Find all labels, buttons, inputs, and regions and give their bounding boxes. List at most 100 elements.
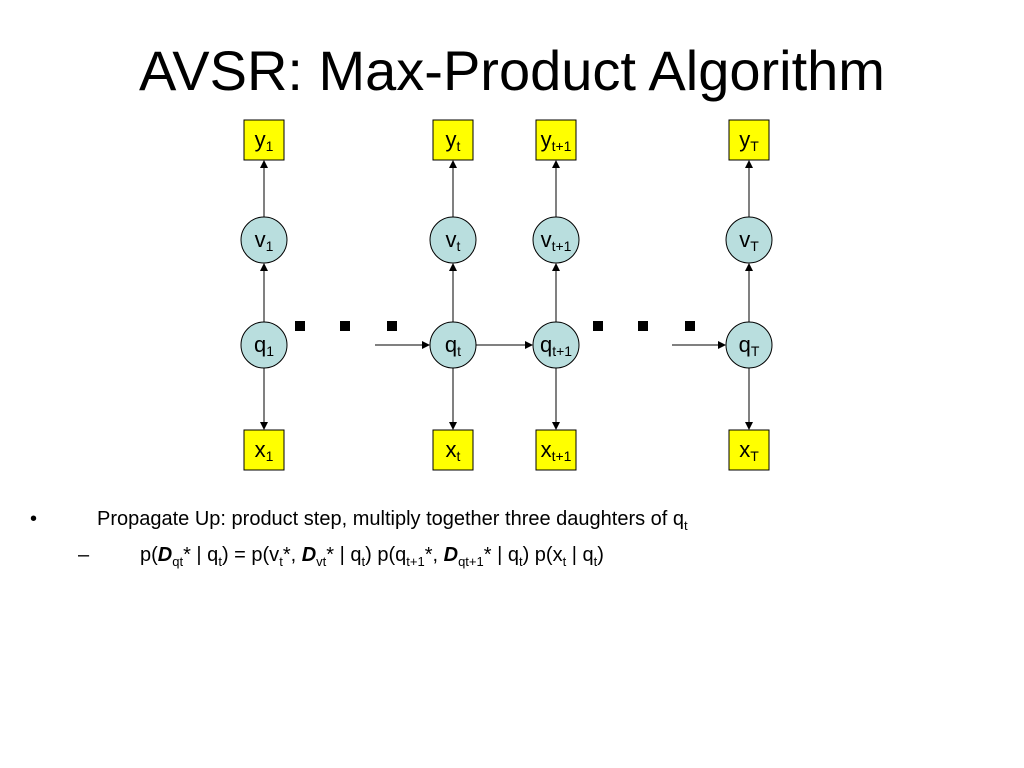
v-node-cT [725,216,773,264]
label-v-cT-base: v [739,227,751,252]
sub-bullet-mark: – [78,544,90,566]
y-node-cT [728,119,770,161]
y-node-ct [432,119,474,161]
label-v-c1-sub: 1 [265,238,274,254]
v-node-ct [429,216,477,264]
label-x-c1-base: x [254,437,266,462]
q-node-ct1 [532,321,580,369]
bullet-text-main: Propagate Up: product step, multiply tog… [97,508,685,530]
label-q-cT-base: q [738,332,751,357]
formula-D: D [301,544,317,566]
label-x-c1-sub: 1 [265,448,274,464]
label-y-c1-sub: 1 [265,138,274,154]
formula: p(Dqt* | qt) = p(vt*, Dvt* | qt) p(qt+1*… [140,544,604,569]
formula-part: * | q [183,544,219,566]
label-q-ct1-sub: t+1 [552,343,573,359]
label-y-ct1-sub: t+1 [551,138,572,154]
formula-sub: qt [172,554,184,569]
label-y-ct-base: y [445,127,457,152]
edges-layer [260,160,753,430]
formula-sub: t [562,554,567,569]
formula-sub: t [361,554,366,569]
formula-sub: qt+1 [458,554,484,569]
formula-sub: t [279,554,283,569]
label-q-ct-sub: t [457,343,462,359]
formula-part: ) p(q [365,544,407,566]
label-x-ct1-sub: t+1 [551,448,572,464]
label-q-c1-base: q [253,332,267,357]
label-v-ct-sub: t [456,238,461,254]
bullet-text-sub: t [684,518,688,533]
formula-part: * | q [483,544,519,566]
v-node-c1 [240,216,288,264]
bullet-list: • Propagate Up: product step, multiply t… [0,508,1024,580]
formula-part: p( [140,544,158,566]
label-q-ct-base: q [444,332,458,357]
formula-sub: vt [316,554,327,569]
label-y-cT-sub: T [750,138,759,154]
x-node-ct [432,429,474,471]
formula-sub: t+1 [406,554,425,569]
label-v-ct1-sub: t+1 [551,238,572,254]
ellipsis-dot-1 [593,321,603,331]
bullet-mark: • [30,508,38,530]
label-q-ct1-base: q [539,332,553,357]
ellipsis-dot-0 [340,321,350,331]
v-node-ct1 [532,216,580,264]
q-node-c1 [240,321,288,369]
y-node-c1 [243,119,285,161]
label-x-cT-base: x [739,437,751,462]
label-y-ct1-base: y [540,127,552,152]
ellipsis-dot-0 [387,321,397,331]
graphical-model-diagram [240,119,773,471]
label-v-c1-base: v [254,227,266,252]
label-y-ct-sub: t [456,138,461,154]
ellipsis-dot-1 [638,321,648,331]
slide-title: AVSR: Max-Product Algorithm [139,39,885,102]
x-node-cT [728,429,770,471]
q-node-cT [725,321,773,369]
bullet-level2: – p(Dqt* | qt) = p(vt*, Dvt* | qt) p(qt+… [0,544,1024,580]
label-y-c1-base: y [254,127,266,152]
label-q-c1-sub: 1 [266,343,275,359]
label-y-cT-base: y [739,127,751,152]
formula-part: ) = p(v [221,544,280,566]
q-node-ct [429,321,477,369]
ellipsis-dot-1 [685,321,695,331]
ellipsis-layer [295,321,695,331]
ellipsis-dot-0 [295,321,305,331]
x-node-ct1 [535,429,577,471]
formula-part: ) p(x [522,544,563,566]
bullet-level1: • Propagate Up: product step, multiply t… [0,508,1024,544]
nodes-layer [240,119,773,471]
x-node-c1 [243,429,285,471]
formula-part: *, [282,544,302,566]
formula-part: ) [597,544,604,566]
label-v-ct-base: v [445,227,457,252]
label-x-ct-base: x [445,437,457,462]
formula-part: | q [566,544,594,566]
label-q-cT-sub: T [750,343,760,359]
label-v-cT-sub: T [750,238,759,254]
formula-sub: t [593,554,598,569]
bullet-text: Propagate Up: product step, multiply tog… [97,508,688,533]
formula-part: * | q [326,544,362,566]
formula-D: D [157,544,173,566]
label-x-ct1-base: x [540,437,552,462]
formula-sub: t [518,554,523,569]
formula-D: D [443,544,459,566]
